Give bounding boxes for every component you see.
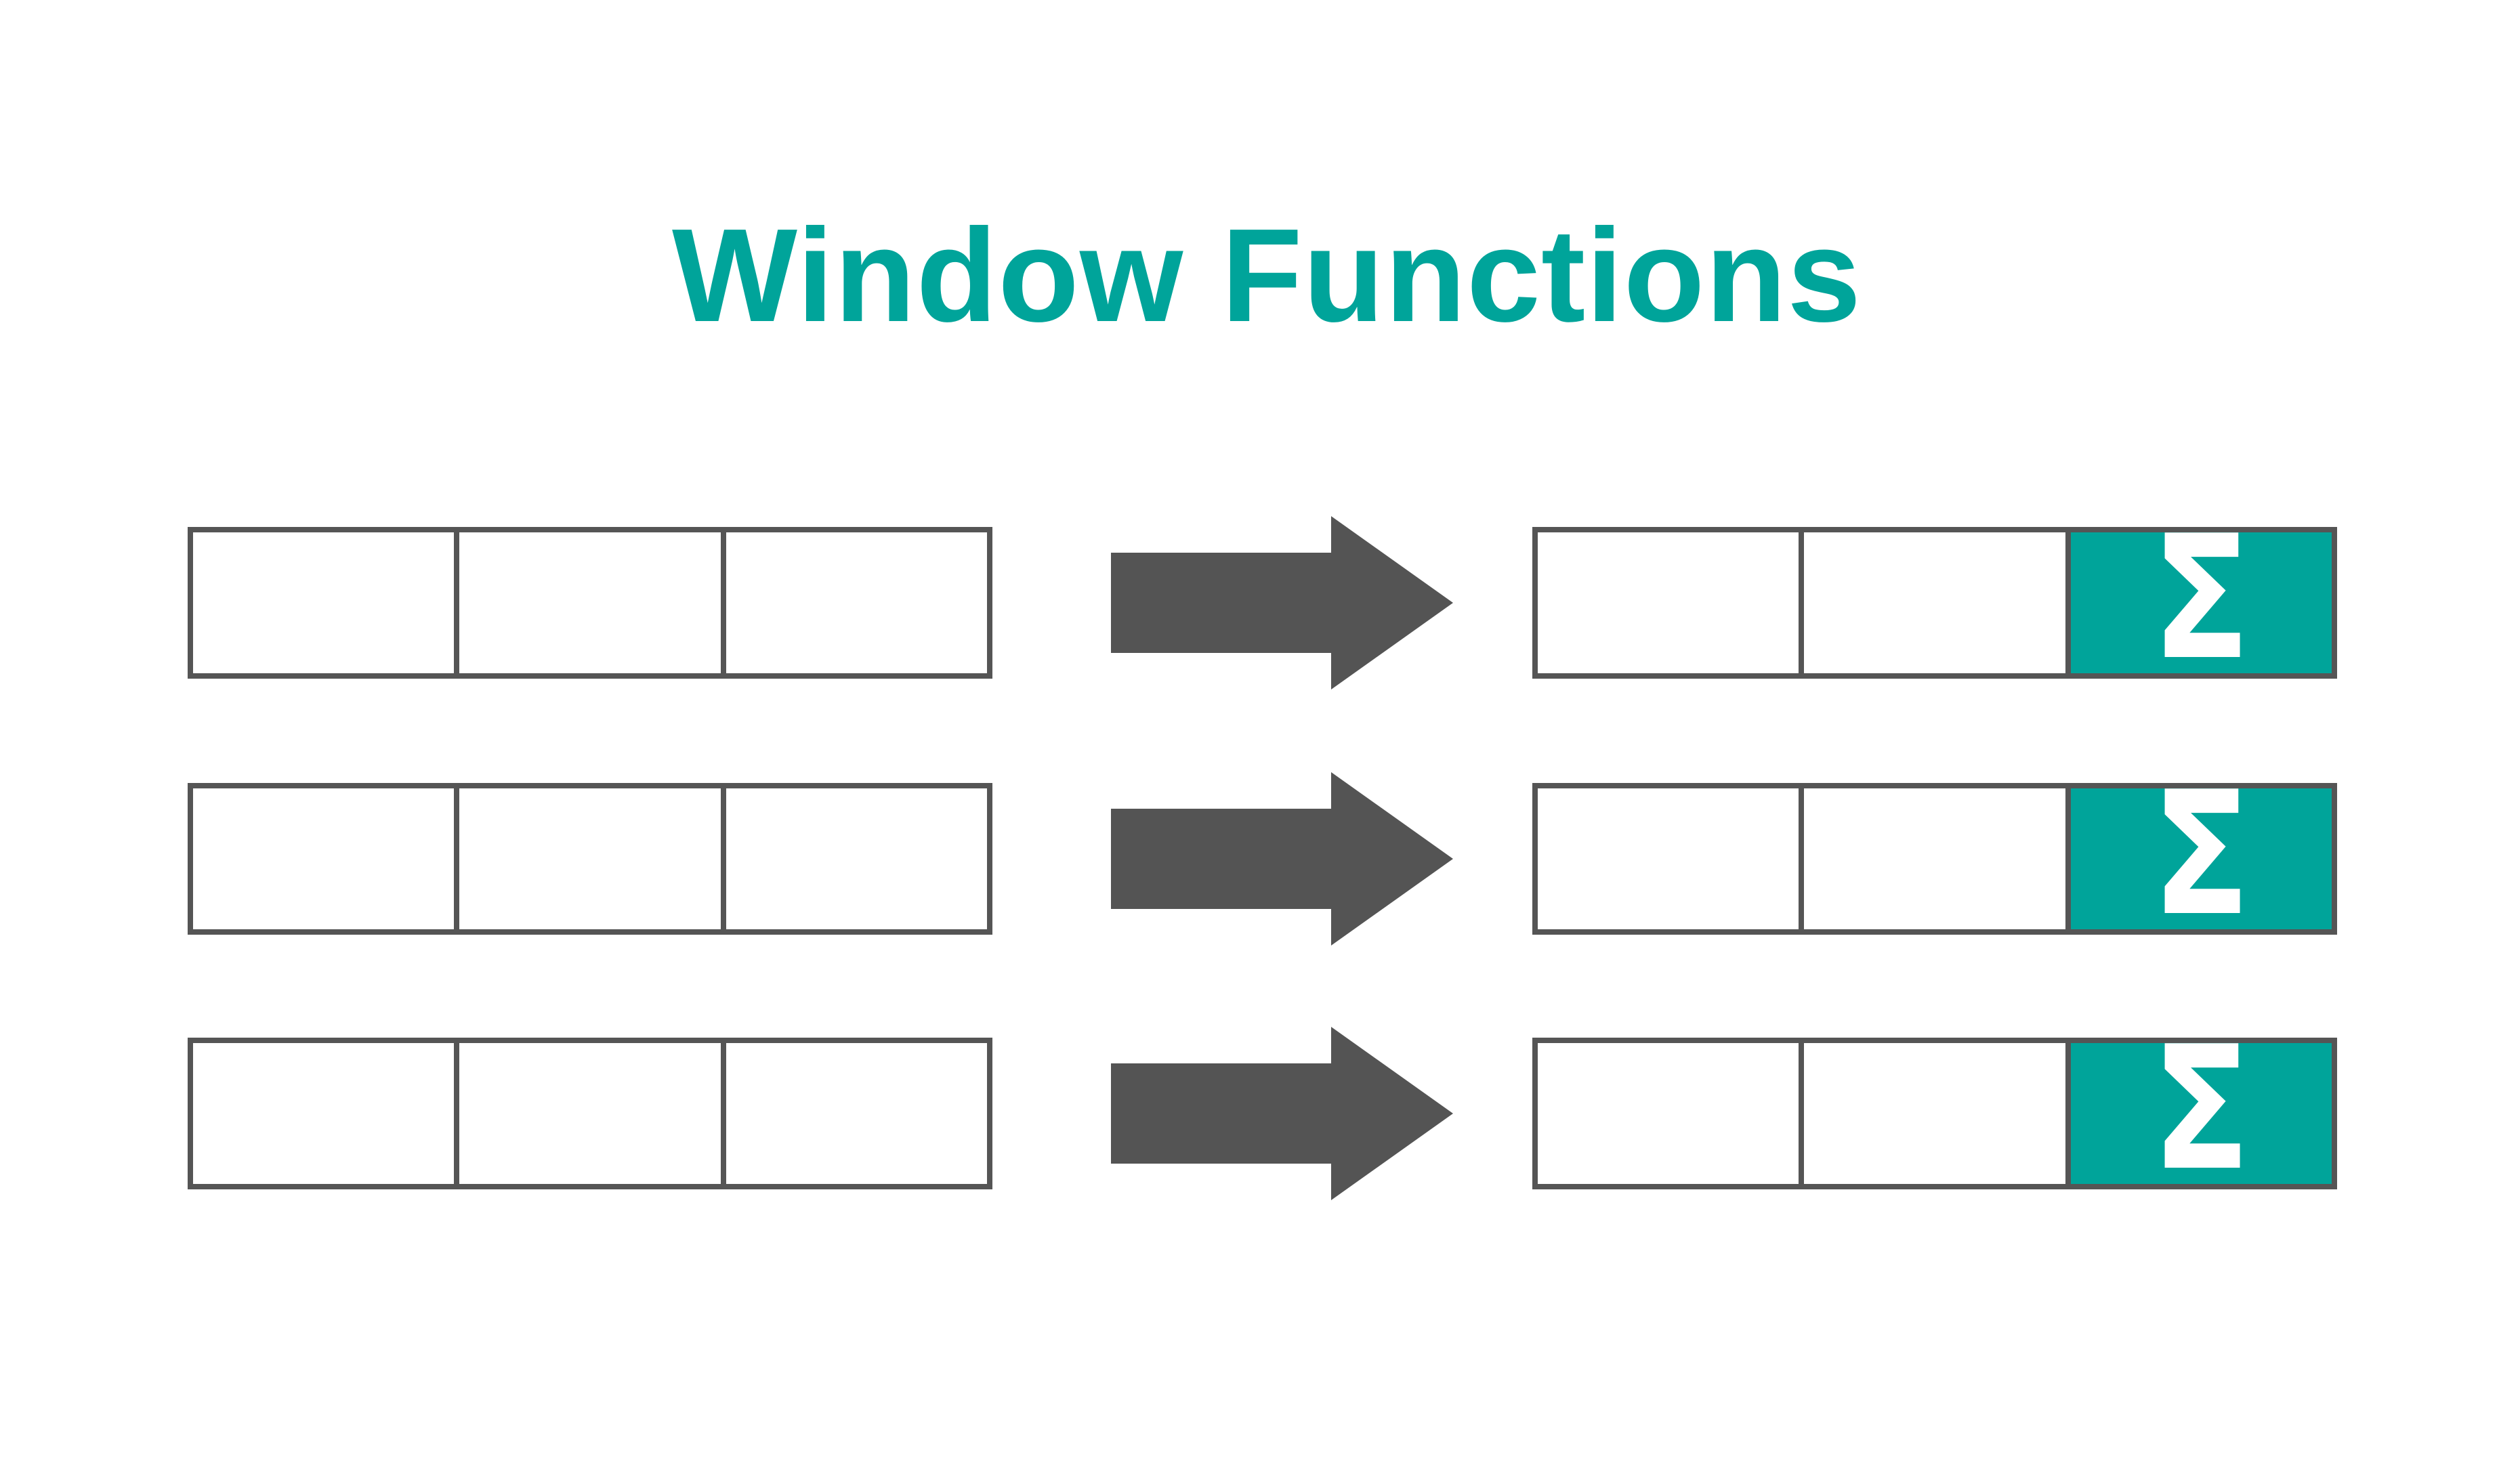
input-cell: [720, 788, 987, 929]
arrow-right-icon: [1111, 772, 1453, 946]
output-cell: [1538, 1043, 1799, 1184]
diagram-row: Σ: [0, 513, 2520, 690]
output-cell: [1538, 788, 1799, 929]
input-table: [188, 527, 992, 679]
aggregate-cell: Σ: [2065, 769, 2332, 940]
aggregate-cell: Σ: [2065, 513, 2332, 684]
input-table: [188, 783, 992, 935]
arrow-right-shape: [1111, 516, 1453, 690]
output-cell: [1799, 788, 2065, 929]
input-cell: [454, 532, 721, 673]
input-table: [188, 1038, 992, 1189]
output-table: Σ: [1532, 513, 2337, 684]
sigma-symbol: Σ: [2151, 1010, 2251, 1208]
arrow-right-shape: [1111, 1027, 1453, 1200]
input-cell: [193, 788, 455, 929]
input-cell: [193, 1043, 455, 1184]
sigma-symbol: Σ: [2151, 499, 2251, 698]
output-cell: [1799, 532, 2065, 673]
arrow-right-icon: [1111, 1027, 1453, 1200]
output-cell: [1799, 1043, 2065, 1184]
output-table: Σ: [1532, 769, 2337, 940]
sigma-symbol: Σ: [2151, 755, 2251, 954]
input-cell: [193, 532, 455, 673]
output-cell: [1538, 532, 1799, 673]
arrow-right-icon: [1111, 516, 1453, 690]
diagram-row: Σ: [0, 769, 2520, 946]
output-table: Σ: [1532, 1024, 2337, 1195]
arrow-right-shape: [1111, 772, 1453, 946]
diagram-row: Σ: [0, 1024, 2520, 1200]
input-cell: [720, 1043, 987, 1184]
input-cell: [454, 1043, 721, 1184]
page-title: Window Functions: [672, 201, 1862, 349]
input-cell: [720, 532, 987, 673]
input-cell: [454, 788, 721, 929]
aggregate-cell: Σ: [2065, 1024, 2332, 1195]
